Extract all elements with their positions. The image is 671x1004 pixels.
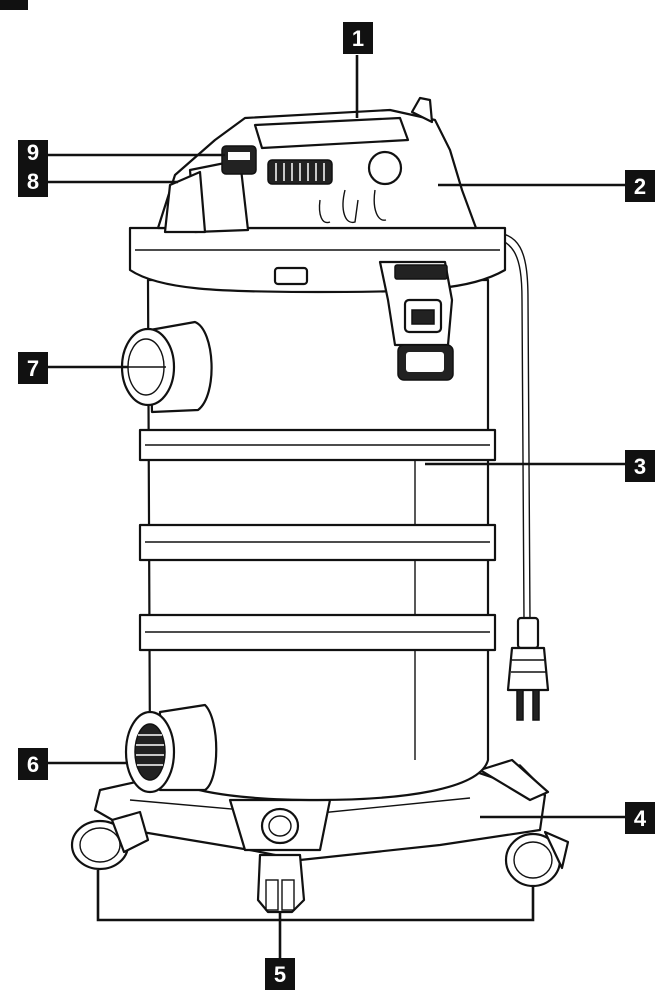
suction-inlet xyxy=(124,703,218,794)
callout-2-label: 2 xyxy=(634,174,646,199)
callout-7-label: 7 xyxy=(27,356,39,381)
left-caster xyxy=(70,810,150,871)
callout-6-label: 6 xyxy=(27,752,39,777)
callout-1-label: 1 xyxy=(352,26,364,51)
vacuum-illustration xyxy=(70,96,570,914)
callout-badges: 1 2 3 4 5 6 7 8 xyxy=(18,22,655,990)
callout-2: 2 xyxy=(625,170,655,202)
drum xyxy=(138,278,497,802)
callout-4: 4 xyxy=(625,802,655,834)
callout-3: 3 xyxy=(625,450,655,482)
callout-6: 6 xyxy=(18,748,48,780)
callout-4-label: 4 xyxy=(634,806,647,831)
corner-marker xyxy=(0,0,28,10)
callout-9-label: 9 xyxy=(27,140,39,165)
blower-outlet xyxy=(120,320,213,414)
callout-9: 9 xyxy=(18,140,48,166)
leader-lines xyxy=(48,55,625,958)
callout-8: 8 xyxy=(18,165,48,197)
front-caster xyxy=(256,853,306,914)
callout-8-label: 8 xyxy=(27,169,39,194)
motor-head xyxy=(156,96,478,234)
callout-5: 5 xyxy=(265,958,295,990)
vent-grille xyxy=(267,159,333,185)
callout-3-label: 3 xyxy=(634,454,646,479)
callout-7: 7 xyxy=(18,352,48,384)
right-caster xyxy=(504,830,570,888)
leader-5 xyxy=(96,870,535,922)
callout-5-label: 5 xyxy=(274,962,286,987)
callout-1: 1 xyxy=(343,22,373,54)
latch xyxy=(378,260,454,381)
